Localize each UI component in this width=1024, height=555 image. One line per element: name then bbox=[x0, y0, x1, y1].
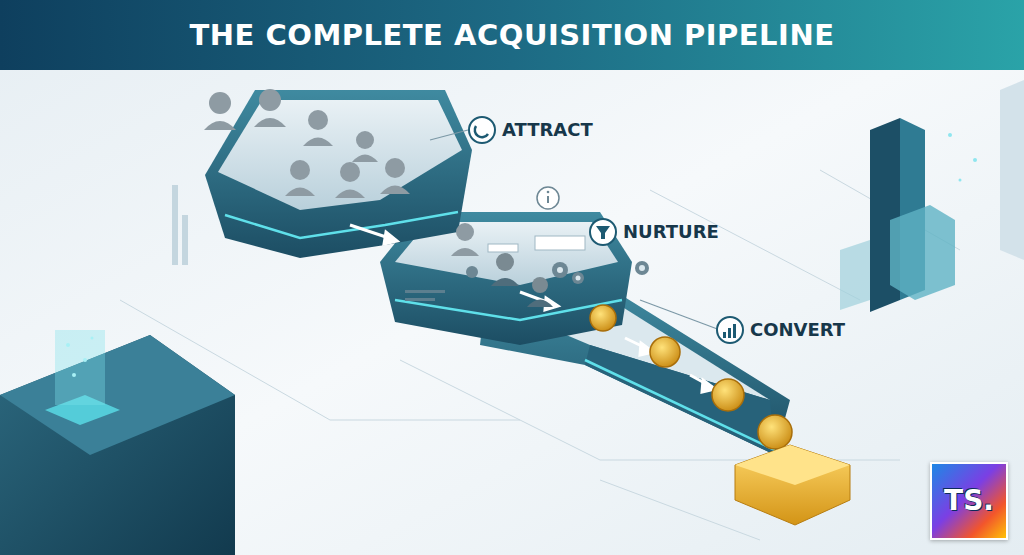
title-banner: THE COMPLETE ACQUISITION PIPELINE bbox=[0, 0, 1024, 70]
logo-badge: TS. bbox=[930, 462, 1008, 540]
stage-label: NURTURE bbox=[623, 221, 719, 242]
title: THE COMPLETE ACQUISITION PIPELINE bbox=[0, 0, 1024, 70]
logo-text: TS. bbox=[932, 464, 1006, 538]
stage-label: CONVERT bbox=[750, 319, 845, 340]
stage-label: ATTRACT bbox=[502, 119, 593, 140]
